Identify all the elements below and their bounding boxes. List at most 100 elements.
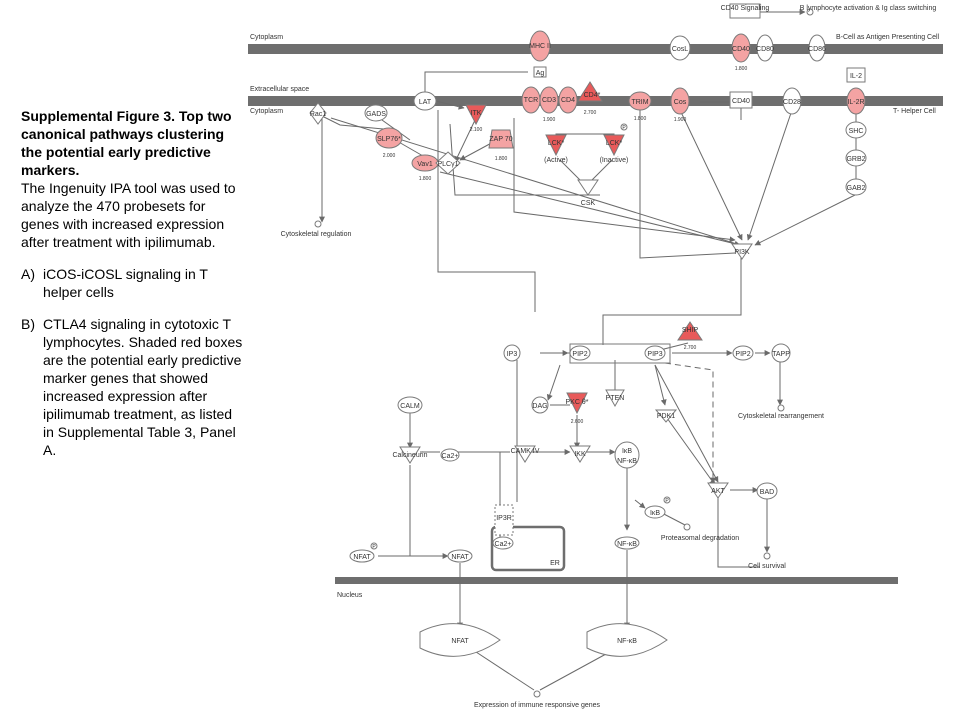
pdk1-node bbox=[654, 409, 678, 423]
cyto-reg-label: Cytoskeletal regulation bbox=[281, 231, 352, 238]
cd40-signaling-label-1: CD40 Signaling bbox=[721, 5, 770, 12]
b-activation-dot bbox=[806, 8, 814, 16]
pip2b-node bbox=[732, 345, 754, 361]
pkc-label: PKC θ* bbox=[566, 399, 589, 406]
proteasomal-dot bbox=[683, 523, 691, 531]
slp76-value: 2.000 bbox=[383, 153, 396, 159]
caption-item-b: B) CTLA4 signaling in cytotoxic T lympho… bbox=[21, 315, 243, 459]
nuclear-membrane bbox=[335, 577, 898, 584]
ikk-node bbox=[569, 445, 591, 463]
pip3-node bbox=[644, 345, 666, 361]
edge-cos-pi3k bbox=[679, 109, 743, 241]
il2-label: IL-2 bbox=[850, 73, 862, 80]
cos-node bbox=[670, 87, 690, 115]
dag-label: DAG bbox=[532, 403, 547, 410]
pip2-node bbox=[569, 345, 591, 361]
edge-nfkb-expr bbox=[539, 647, 618, 691]
nfkb-nuclear-node bbox=[586, 623, 668, 657]
ip3-label: IP3 bbox=[507, 351, 518, 358]
expression-label: Expression of immune responsive genes bbox=[474, 702, 601, 709]
pip2b-label: PIP2 bbox=[735, 351, 750, 358]
nfat-p-dot bbox=[370, 542, 378, 550]
tapp-node bbox=[771, 343, 791, 363]
edge-ca2-er bbox=[458, 451, 501, 548]
cd4-value: 2.700 bbox=[584, 110, 597, 116]
zap70-node bbox=[488, 129, 514, 149]
label-thelper: T- Helper Cell bbox=[893, 108, 936, 115]
trim-value: 1.800 bbox=[634, 116, 647, 122]
ip3r-label: IP3R bbox=[496, 515, 512, 522]
caption-title: Supplemental Figure 3. Top two canonical… bbox=[21, 108, 232, 178]
edge-pdk1-akt bbox=[666, 417, 716, 486]
lck-p-label: P bbox=[622, 125, 626, 131]
pkc-node bbox=[566, 392, 588, 415]
edge-nfat-expr bbox=[469, 647, 535, 691]
edge-pip2-dag bbox=[546, 364, 561, 401]
il2-node bbox=[846, 67, 866, 83]
figure-caption: Supplemental Figure 3. Top two canonical… bbox=[21, 107, 243, 459]
lck-inactive-label: LCK* bbox=[606, 140, 623, 147]
edge-lck-csk bbox=[559, 159, 583, 183]
caption-item-b-text: CTLA4 signaling in cytotoxic T lymphocyt… bbox=[43, 316, 243, 458]
lat-label: LAT bbox=[419, 99, 432, 106]
nfat-nuclear-node bbox=[419, 623, 501, 657]
ag-node bbox=[533, 66, 547, 78]
cd40-low-label: CD40 bbox=[732, 98, 750, 105]
gads-label: GADS bbox=[366, 111, 386, 118]
cd40-low-node bbox=[729, 91, 753, 109]
bad-label: BAD bbox=[760, 489, 774, 496]
itk-value: 2.100 bbox=[470, 127, 483, 133]
label-cytoplasm-top: Cytoplasm bbox=[250, 34, 283, 41]
expression-dot bbox=[533, 690, 541, 698]
ca2-er-node bbox=[492, 536, 514, 550]
cyto-rearr-dot bbox=[777, 404, 785, 412]
edge-pip3-akt-dashed bbox=[664, 362, 716, 484]
b-activation-label: B lymphocyte activation & Ig class switc… bbox=[800, 5, 937, 12]
cyto-reg-dot bbox=[314, 220, 322, 228]
csk-label: CSK bbox=[581, 200, 596, 207]
itk-node bbox=[465, 104, 487, 126]
ip3-node bbox=[503, 344, 521, 362]
akt-label: AKT bbox=[711, 488, 725, 495]
lck-active-node bbox=[545, 134, 567, 157]
il2r-node bbox=[846, 87, 866, 115]
er-label: ER bbox=[550, 560, 560, 567]
cd86-label: CD86 bbox=[808, 46, 826, 53]
bcell-membrane bbox=[248, 44, 943, 54]
edge-plcg-box bbox=[449, 123, 600, 196]
bad-node bbox=[756, 482, 778, 500]
edge-itk-plcg bbox=[454, 117, 477, 163]
ikb-nfkb-label-1: IκB bbox=[622, 448, 632, 455]
il2r-label: IL-2R bbox=[847, 99, 864, 106]
pip3-label: PIP3 bbox=[647, 351, 662, 358]
cd28-label: CD28 bbox=[783, 99, 801, 106]
pten-label: PTEN bbox=[606, 395, 625, 402]
calm-label: CALM bbox=[400, 403, 420, 410]
nfkb-node bbox=[614, 536, 640, 550]
shc-label: SHC bbox=[849, 128, 864, 135]
calcineurin-label: Calcineurin bbox=[392, 452, 427, 459]
mhc-node bbox=[529, 30, 551, 62]
edge-lck2-csk bbox=[589, 159, 613, 183]
edge-lat-down bbox=[437, 110, 536, 312]
er-box bbox=[490, 525, 566, 572]
nfat-nuc-label: NFAT bbox=[451, 638, 469, 645]
ikb-nfkb-node bbox=[614, 441, 640, 469]
label-bcell: B-Cell as Antigen Presenting Cell bbox=[836, 34, 940, 41]
csk-node bbox=[577, 179, 599, 196]
cos-value: 1.900 bbox=[674, 117, 687, 123]
plcg1-label: PLCγ1 bbox=[437, 161, 458, 168]
rac1-node bbox=[309, 102, 327, 125]
mhc-label: MHC II bbox=[529, 43, 551, 50]
ca2-er-label: Ca2+ bbox=[495, 541, 512, 548]
rac1-label: Rac1 bbox=[310, 111, 326, 118]
nfat-p-mark: P bbox=[372, 544, 376, 550]
edge-ship-pip3 bbox=[659, 342, 689, 351]
lck-inactive-node bbox=[603, 134, 625, 157]
cd4-star-label: CD4* bbox=[584, 92, 601, 99]
edge-pi3k-pip bbox=[602, 255, 742, 345]
vav1-value: 1.800 bbox=[419, 176, 432, 182]
cd4-star-node bbox=[577, 81, 603, 102]
cd40-top-value: 1.800 bbox=[735, 66, 748, 72]
cd4-node bbox=[558, 86, 578, 114]
